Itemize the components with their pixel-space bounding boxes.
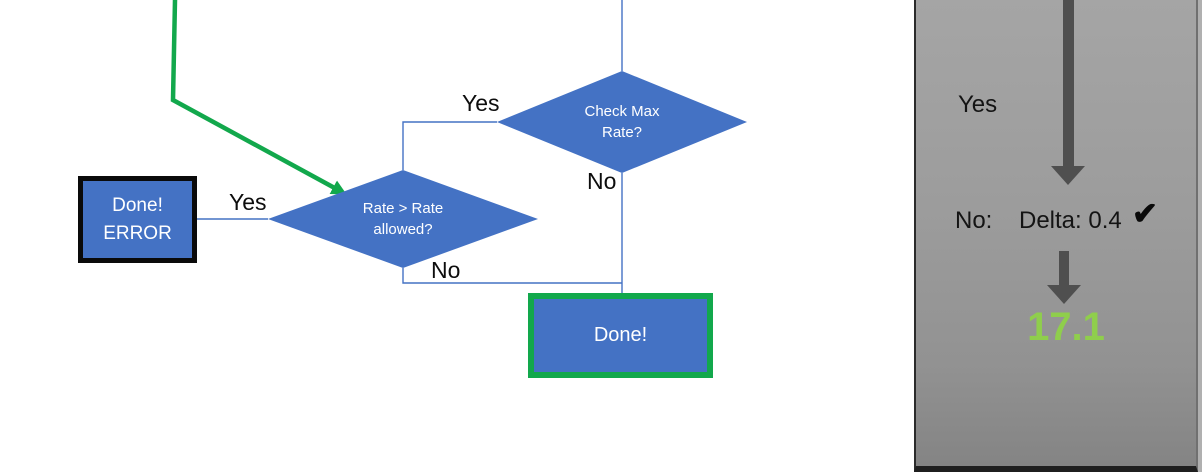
connector-rate-allowed-no: [402, 268, 622, 284]
done-box: Done!: [528, 293, 713, 378]
rate-allowed-label-line1: Rate > Rate: [362, 200, 444, 217]
right-edge-strip: [1198, 0, 1202, 472]
done-error-line2: ERROR: [103, 222, 172, 244]
result-value: 17.1: [1027, 305, 1105, 349]
done-box-label: Done!: [593, 324, 648, 346]
done-error-line1: Done!: [112, 194, 163, 216]
rate-allowed-label-line2: allowed?: [373, 221, 433, 238]
done-error-box: Done! ERROR: [78, 176, 197, 263]
connector-check-max-yes: [402, 121, 497, 170]
no-label-check-max: No: [587, 168, 617, 194]
down-arrow-head-icon: [1051, 166, 1085, 185]
check-max-rate-label-line1: Check Max: [584, 103, 660, 120]
side-panel: Yes No: Delta: 0.4 ✔ 17.1: [914, 0, 1198, 472]
yes-label-rate-allowed: Yes: [229, 189, 267, 215]
yes-label-check-max: Yes: [462, 90, 500, 116]
green-flow-arrow: [170, 0, 347, 195]
no-label-rate-allowed: No: [431, 257, 461, 283]
check-icon: ✔: [1132, 196, 1158, 231]
panel-delta-value: Delta: 0.4: [1019, 207, 1122, 234]
check-max-rate-label-line2: Rate?: [601, 124, 643, 141]
small-down-arrow-head-icon: [1047, 285, 1081, 304]
panel-yes-label: Yes: [958, 91, 998, 118]
panel-no-label: No:: [955, 207, 993, 234]
down-arrow-icon: [1063, 0, 1074, 166]
small-down-arrow-icon: [1059, 251, 1069, 285]
